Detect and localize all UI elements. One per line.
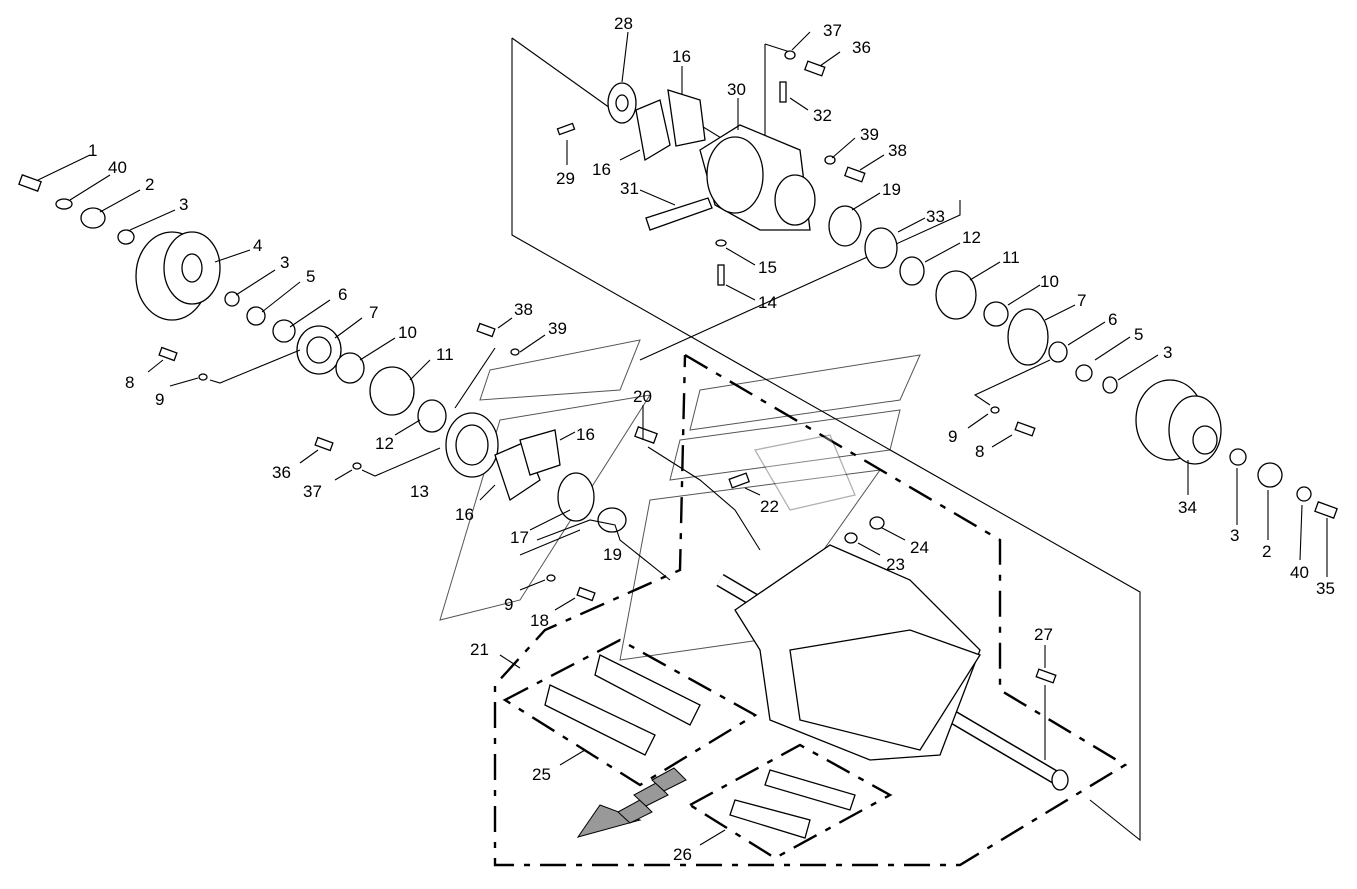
callout-labels: 1 40 2 3 4 3 5 6 7 10 11 12 13 8 9 36 37… [88, 14, 1335, 864]
callout-3: 3 [1163, 343, 1172, 362]
callout-20: 20 [633, 387, 652, 406]
callout-2: 2 [145, 175, 154, 194]
callout-36: 36 [272, 463, 291, 482]
callout-18: 18 [530, 611, 549, 630]
callout-6: 6 [338, 285, 347, 304]
lock-plates-16-left [494, 429, 627, 602]
right-pulley-assembly [990, 379, 1338, 519]
callout-16: 16 [576, 425, 595, 444]
callout-6: 6 [1108, 310, 1117, 329]
callout-3: 3 [179, 195, 188, 214]
callout-13: 13 [410, 482, 429, 501]
callout-9: 9 [155, 390, 164, 409]
callout-3: 3 [280, 253, 289, 272]
callout-35: 35 [1316, 579, 1335, 598]
callout-40: 40 [108, 158, 127, 177]
callout-12: 12 [962, 228, 981, 247]
callout-25: 25 [532, 765, 551, 784]
rotor-group-outline [493, 353, 1128, 867]
callout-7: 7 [1077, 291, 1086, 310]
knives-26 [729, 769, 856, 839]
callout-9: 9 [948, 427, 957, 446]
callout-16: 16 [592, 160, 611, 179]
callout-33: 33 [926, 207, 945, 226]
callout-21: 21 [470, 640, 489, 659]
left-pulley-assembly [18, 174, 520, 478]
callout-39: 39 [860, 125, 879, 144]
callout-7: 7 [369, 303, 378, 322]
callout-2: 2 [1262, 542, 1271, 561]
callout-10: 10 [398, 323, 417, 342]
callout-29: 29 [556, 169, 575, 188]
callout-8: 8 [975, 442, 984, 461]
callout-40: 40 [1290, 563, 1309, 582]
callout-14: 14 [758, 293, 777, 312]
callout-8: 8 [125, 373, 134, 392]
callout-19: 19 [882, 180, 901, 199]
callout-28: 28 [614, 14, 633, 33]
knives-25 [544, 654, 701, 756]
rotor-assembly [634, 426, 1069, 791]
callout-32: 32 [813, 106, 832, 125]
callout-22: 22 [760, 497, 779, 516]
callout-5: 5 [1134, 325, 1143, 344]
callout-26: 26 [673, 845, 692, 864]
leader-lines [37, 31, 1328, 846]
frame-leader-28 [511, 37, 611, 109]
callout-17: 17 [510, 528, 529, 547]
callout-30: 30 [727, 80, 746, 99]
callout-24: 24 [910, 538, 929, 557]
callout-31: 31 [620, 179, 639, 198]
callout-5: 5 [306, 267, 315, 286]
callout-19: 19 [603, 545, 622, 564]
callout-37: 37 [823, 21, 842, 40]
callout-4: 4 [253, 236, 262, 255]
callout-1: 1 [88, 141, 97, 160]
callout-37: 37 [303, 482, 322, 501]
callout-39: 39 [548, 319, 567, 338]
frame-leader-37 [764, 43, 791, 53]
callout-38: 38 [888, 141, 907, 160]
callout-38: 38 [514, 300, 533, 319]
housing-frame-outline [511, 38, 1141, 842]
knife-set-26-outline [687, 743, 893, 860]
frame-leader-33 [639, 200, 961, 361]
callout-27: 27 [1034, 625, 1053, 644]
knife-set-25-outline [502, 638, 758, 787]
callout-16: 16 [672, 47, 691, 66]
callout-11: 11 [1002, 248, 1020, 267]
callout-15: 15 [758, 258, 777, 277]
callout-3: 3 [1230, 526, 1239, 545]
direction-arrow-icon [576, 767, 687, 838]
callout-10: 10 [1040, 272, 1059, 291]
callout-9: 9 [504, 595, 513, 614]
upper-housing [556, 50, 1118, 394]
callout-16: 16 [455, 505, 474, 524]
callout-12: 12 [375, 434, 394, 453]
callout-36: 36 [852, 38, 871, 57]
callout-11: 11 [436, 345, 454, 364]
callout-23: 23 [886, 555, 905, 574]
callout-34: 34 [1178, 498, 1197, 517]
